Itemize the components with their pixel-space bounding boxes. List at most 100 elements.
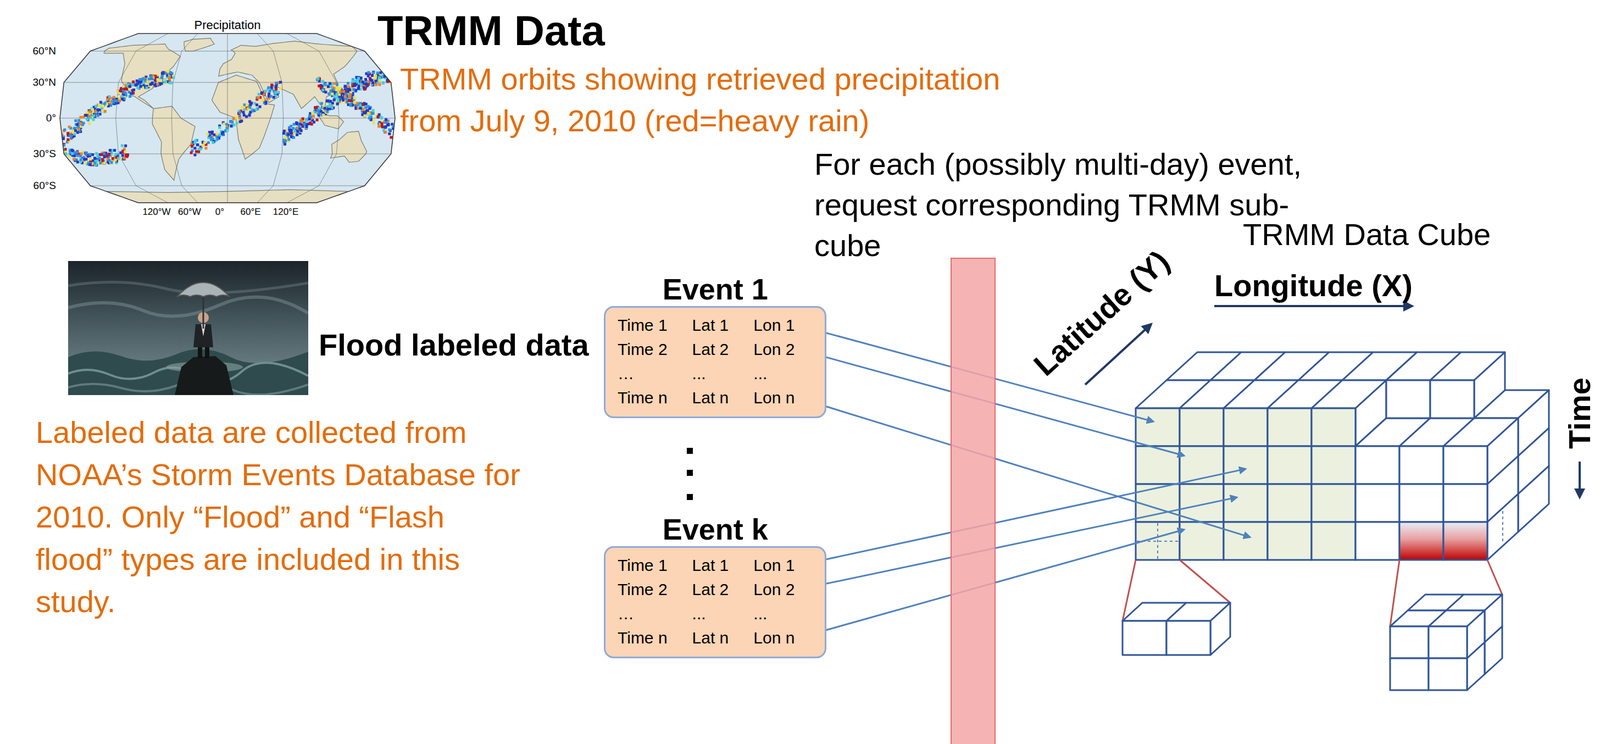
- rain-dot: [305, 125, 309, 129]
- rain-dot: [123, 87, 127, 91]
- cube-front-face: [1267, 408, 1312, 447]
- rain-dot: [151, 81, 154, 85]
- rain-dot: [245, 115, 248, 119]
- rain-dot: [353, 79, 357, 83]
- table-cell: Time 2: [617, 577, 668, 602]
- rain-dot: [75, 151, 79, 154]
- table-cell: Lon 2: [753, 337, 795, 362]
- cube-front-face: [1311, 408, 1356, 447]
- rain-dot: [297, 124, 301, 128]
- rain-dot: [260, 91, 264, 94]
- rain-dot: [270, 86, 274, 90]
- rain-dot: [326, 85, 330, 88]
- longitude-tick: 120°W: [142, 206, 171, 218]
- rain-dot: [120, 143, 124, 147]
- rain-dot: [355, 101, 359, 105]
- rain-dot: [284, 136, 287, 140]
- rain-dot: [357, 86, 360, 90]
- rain-dot: [364, 82, 368, 86]
- rain-dot: [79, 154, 82, 158]
- rain-dot: [101, 104, 105, 108]
- cube-front-face: [1399, 446, 1444, 485]
- rain-dot: [361, 80, 365, 84]
- longitude-tick: 60°E: [240, 206, 261, 218]
- cube-side-face: [1474, 352, 1505, 419]
- rain-dot: [95, 152, 98, 155]
- rain-dot: [248, 106, 252, 109]
- rain-dot: [321, 113, 325, 117]
- instruction-text: For each (possibly multi-day) event, req…: [814, 143, 1312, 266]
- rain-dot: [362, 86, 366, 90]
- rain-dot: [229, 124, 233, 128]
- rain-dot: [91, 108, 94, 111]
- rain-dot: [261, 98, 265, 102]
- rain-dot: [348, 95, 352, 98]
- rain-dot: [89, 163, 92, 166]
- rain-dot: [114, 158, 118, 162]
- land-shape: [103, 43, 181, 109]
- cube-front-face: [1135, 408, 1180, 447]
- rain-dot: [302, 122, 306, 126]
- rain-dot: [79, 152, 83, 155]
- rain-dot: [372, 121, 376, 125]
- rain-dot: [94, 104, 98, 108]
- cube-front-face: [1223, 446, 1268, 485]
- rain-dot: [351, 87, 355, 91]
- cube-front-face: [1355, 521, 1400, 560]
- rain-dot: [131, 80, 135, 83]
- table-cell: Time n: [617, 625, 668, 650]
- rain-dot: [206, 132, 209, 136]
- rain-dot: [387, 132, 391, 136]
- table-cell: Lon n: [753, 385, 795, 410]
- rain-dot: [362, 103, 365, 107]
- rain-dot: [329, 89, 333, 93]
- rain-dot: [335, 82, 339, 86]
- rain-dot: [276, 91, 280, 94]
- graticule: [59, 33, 396, 203]
- rain-dot: [342, 89, 346, 93]
- rain-dot: [321, 88, 325, 92]
- zoom-line: [1390, 559, 1400, 627]
- rain-dot: [96, 114, 100, 118]
- dotted-line: [1157, 523, 1159, 559]
- rain-dot: [168, 76, 171, 80]
- rain-dot: [203, 141, 207, 144]
- event-box: Event kTime 1Lat 1Lon 1Time 2Lat 2Lon 2……: [603, 546, 827, 659]
- cloud-streak: [68, 297, 309, 317]
- band-rect: [951, 258, 996, 744]
- land-shape: [152, 106, 196, 181]
- rain-dot: [342, 90, 346, 93]
- rain-dot: [356, 107, 360, 110]
- rain-dot: [356, 80, 359, 84]
- rain-dot: [120, 97, 124, 101]
- rain-dot: [384, 130, 387, 134]
- rain-dot: [282, 130, 286, 133]
- rain-dot: [274, 81, 278, 85]
- cube-front-face: [1399, 484, 1444, 522]
- rain-dot: [88, 110, 92, 114]
- rain-dot: [169, 71, 173, 75]
- caption-text: TRMM orbits showing retrieved precipitat…: [400, 58, 1038, 142]
- rain-dot: [85, 151, 88, 155]
- event-table: Time 1Lat 1Lon 1Time 2Lat 2Lon 2…......T…: [617, 313, 795, 410]
- rain-dot: [384, 118, 388, 121]
- longitude-tick: 0°: [215, 206, 225, 218]
- rain-dot: [79, 115, 82, 119]
- rain-dot: [150, 74, 153, 78]
- rain-dot: [118, 99, 121, 103]
- rain-dot: [284, 136, 287, 140]
- rain-dot: [286, 132, 290, 136]
- separator-band: [951, 258, 996, 744]
- graticule-line: [257, 33, 284, 203]
- data-cube: [1122, 352, 1549, 691]
- rain-dot: [210, 131, 214, 135]
- latitude-tick: 30°S: [33, 147, 57, 160]
- rain-dot: [232, 117, 236, 121]
- rain-dot: [313, 106, 317, 109]
- rain-dot: [254, 108, 258, 111]
- map-title: Precipitation: [193, 18, 261, 32]
- rain-dot: [196, 143, 199, 147]
- rain-dot: [193, 153, 197, 157]
- rain-dot: [295, 122, 299, 126]
